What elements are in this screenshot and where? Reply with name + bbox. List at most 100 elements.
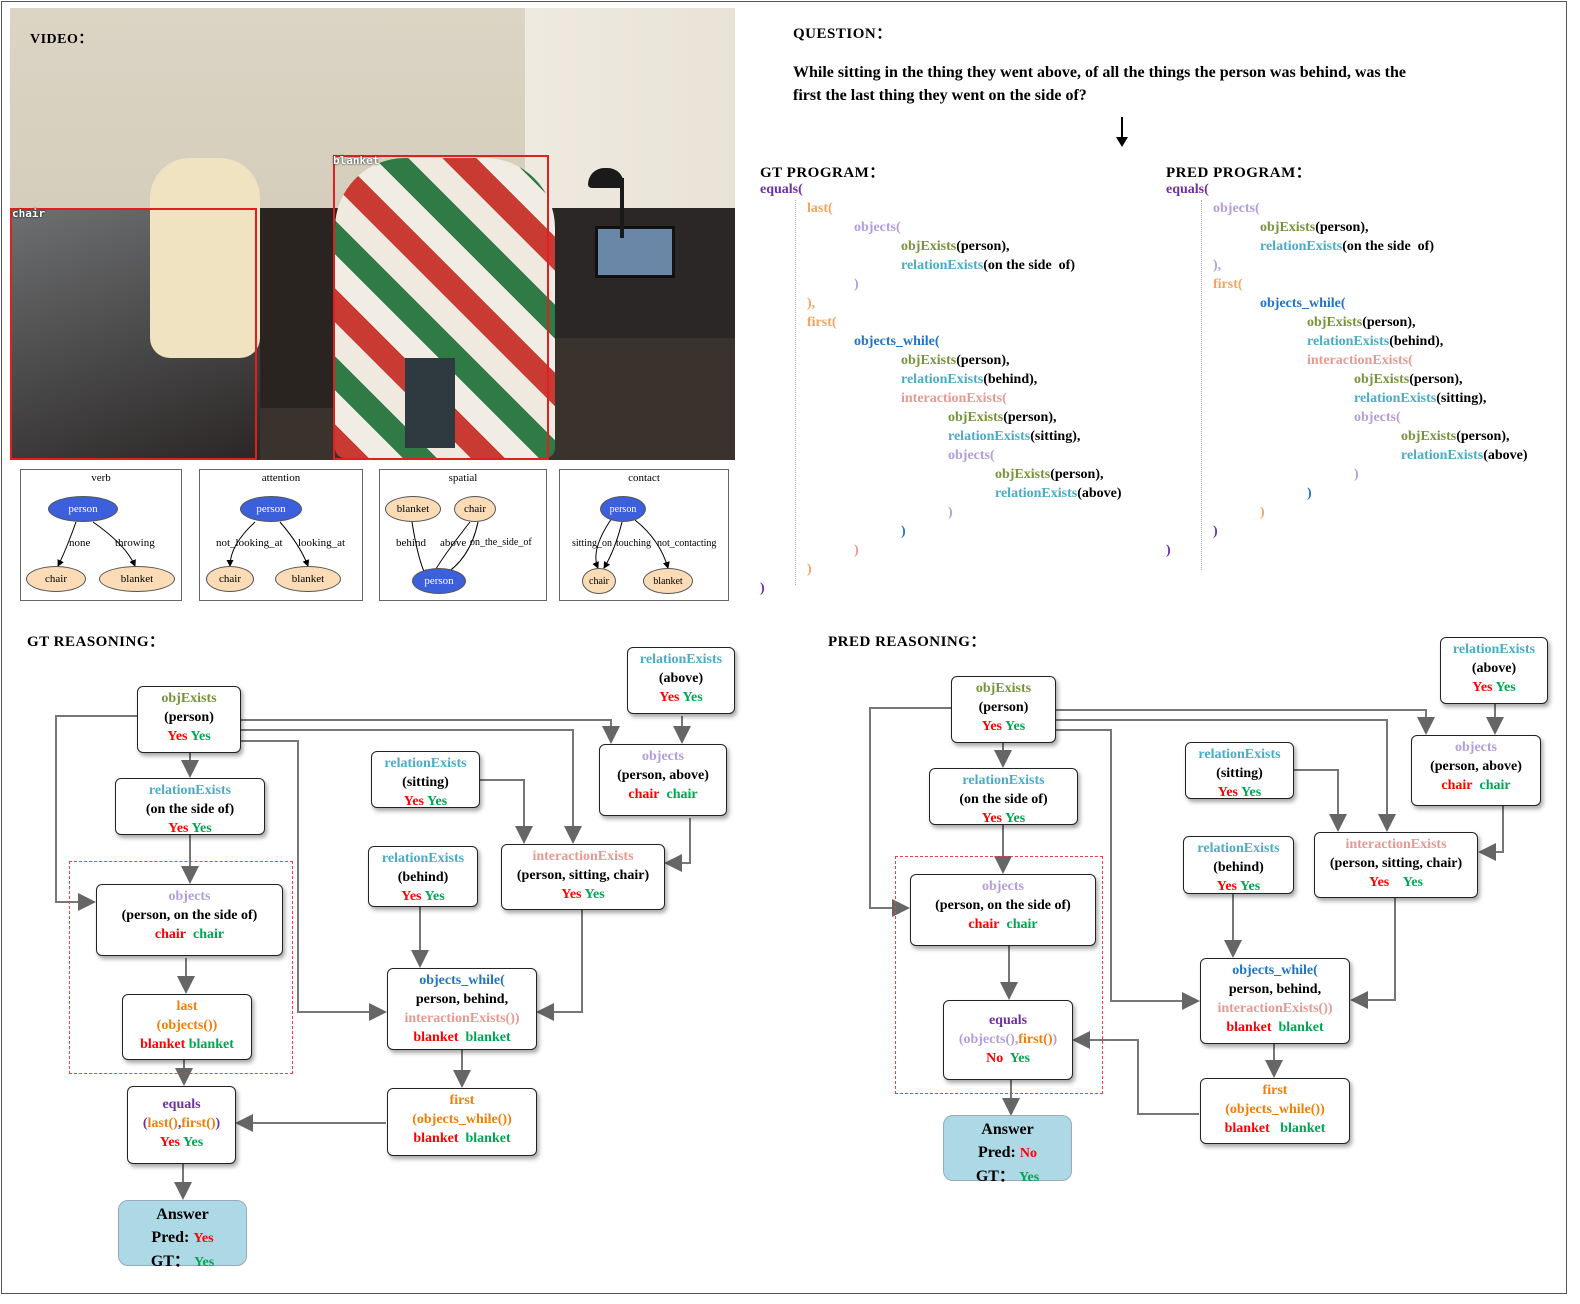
- node-title: relationExists: [639, 652, 723, 667]
- graph-edge-label: not_looking_at: [216, 537, 283, 549]
- node-title: interactionExists: [532, 849, 634, 864]
- node-arg: person, behind,: [415, 992, 509, 1007]
- program-token: (person),: [1315, 220, 1369, 235]
- node-arg: (person): [164, 710, 214, 725]
- node-pred: blanket: [413, 1030, 459, 1045]
- verb-graph-title: verb: [91, 472, 111, 484]
- program-token: ): [901, 524, 906, 539]
- node-gt: Yes: [1004, 719, 1026, 734]
- program-line: relationExists(behind),: [1166, 332, 1528, 351]
- graph-node-person: person: [600, 496, 646, 522]
- node-arg: (person): [978, 700, 1029, 715]
- program-line: objects(: [1166, 408, 1528, 427]
- program-token: ): [854, 277, 859, 292]
- node-pred: Yes: [1369, 875, 1390, 890]
- program-token: relationExists: [901, 258, 984, 273]
- node-arg: first(): [181, 1116, 216, 1131]
- node-title: equals: [988, 1013, 1028, 1028]
- graph-edge-label: looking_at: [298, 537, 346, 549]
- program-token: objects(: [1354, 410, 1401, 425]
- question-line-2: first the last thing they went on the si…: [793, 87, 1087, 104]
- program-token: ): [760, 581, 765, 596]
- program-line: objExists(person),: [760, 351, 1122, 370]
- program-line: objects_while(: [760, 332, 1122, 351]
- node-arg: (on the side of): [145, 802, 235, 817]
- graph-node-blanket: blanket: [275, 566, 341, 592]
- graph-node-person: person: [240, 496, 302, 522]
- graph-node-person: person: [412, 568, 466, 594]
- program-token: (behind),: [983, 372, 1038, 387]
- program-token: ): [1166, 543, 1171, 558]
- program-line: first(: [1166, 275, 1528, 294]
- node-gt: Yes: [190, 729, 211, 744]
- program-token: (sitting),: [1436, 391, 1487, 406]
- program-line: ): [1166, 484, 1528, 503]
- node-arg: (person, above): [617, 768, 709, 783]
- program-line: objExists(person),: [1166, 427, 1528, 446]
- program-token: (person),: [956, 353, 1010, 368]
- pred-node-relation-above: relationExists (above) Yes Yes: [1440, 637, 1548, 704]
- program-line: objExists(person),: [1166, 313, 1528, 332]
- chair-bbox-label: chair: [12, 207, 46, 220]
- program-line: ): [760, 560, 1122, 579]
- program-line: last(: [760, 199, 1122, 218]
- node-gt: blanket: [465, 1030, 511, 1045]
- graph-node-blanket: blanket: [99, 566, 175, 592]
- node-arg: (behind): [1213, 860, 1264, 875]
- answer-pred: No: [1019, 1146, 1038, 1161]
- program-line: relationExists(above): [760, 484, 1122, 503]
- node-arg: (above): [1471, 661, 1517, 676]
- program-line: relationExists(behind),: [760, 370, 1122, 389]
- gt-node-objects-above: objects (person, above) chair chair: [599, 744, 727, 816]
- program-line: relationExists(sitting),: [1166, 389, 1528, 408]
- program-token: (sitting),: [1030, 429, 1081, 444]
- program-token: (person),: [1050, 467, 1104, 482]
- attention-graph-title: attention: [261, 472, 301, 484]
- node-gt: Yes: [584, 887, 605, 902]
- program-line: equals(: [760, 180, 1122, 199]
- down-arrow-icon: [1116, 117, 1128, 147]
- node-arg: (behind): [397, 870, 449, 885]
- question-text: While sitting in the thing they went abo…: [793, 61, 1406, 107]
- video-frame: chair blanket VIDEO：: [10, 8, 735, 460]
- spatial-graph: spatial blanket chair person behind abov…: [379, 469, 547, 601]
- gt-node-relation-above: relationExists (above) Yes Yes: [627, 647, 735, 714]
- gt-node-last: last (objects()) blanket blanket: [122, 994, 252, 1060]
- program-token: first(: [1213, 277, 1243, 292]
- node-arg: (person, above): [1430, 759, 1522, 774]
- program-token: objects(: [948, 448, 995, 463]
- graph-edge-label: touching: [616, 538, 651, 549]
- program-line: first(: [760, 313, 1122, 332]
- pred-node-objects-above: objects (person, above) chair chair: [1411, 735, 1541, 806]
- node-title: relationExists: [1198, 747, 1281, 762]
- node-arg: (sitting): [1216, 766, 1263, 781]
- answer-pred-label: Pred:: [151, 1229, 194, 1246]
- contact-graph: contact person chair blanket sitting_on …: [559, 469, 729, 601]
- node-arg: last(): [147, 1116, 178, 1131]
- node-pred: Yes: [1216, 879, 1237, 894]
- gt-node-first: first (objects_while()) blanket blanket: [387, 1088, 537, 1156]
- node-title: relationExists: [381, 851, 465, 866]
- node-gt: blanket: [1278, 1020, 1324, 1035]
- gt-node-objexists: objExists (person) Yes Yes: [137, 686, 241, 753]
- program-line: relationExists(on the side of): [760, 256, 1122, 275]
- program-line: objExists(person),: [760, 237, 1122, 256]
- node-title: objects: [982, 879, 1024, 894]
- node-title: objects_while(: [1232, 963, 1318, 978]
- node-title: objects: [642, 749, 684, 764]
- program-token: objExists: [901, 239, 957, 254]
- program-token: ): [854, 543, 859, 558]
- program-line: ): [1166, 541, 1528, 560]
- node-gt: Yes: [1004, 811, 1026, 826]
- program-token: relationExists: [948, 429, 1031, 444]
- node-arg: (on the side of): [959, 792, 1048, 807]
- program-line: ): [1166, 465, 1528, 484]
- program-line: interactionExists(: [760, 389, 1122, 408]
- node-arg: (person, on the side of): [935, 898, 1071, 913]
- gt-reasoning-label: GT REASONING：: [27, 634, 165, 650]
- node-title: equals: [162, 1097, 201, 1112]
- graph-node-chair: chair: [206, 566, 254, 592]
- node-pred: chair: [968, 917, 1000, 932]
- program-token: ),: [1213, 258, 1222, 273]
